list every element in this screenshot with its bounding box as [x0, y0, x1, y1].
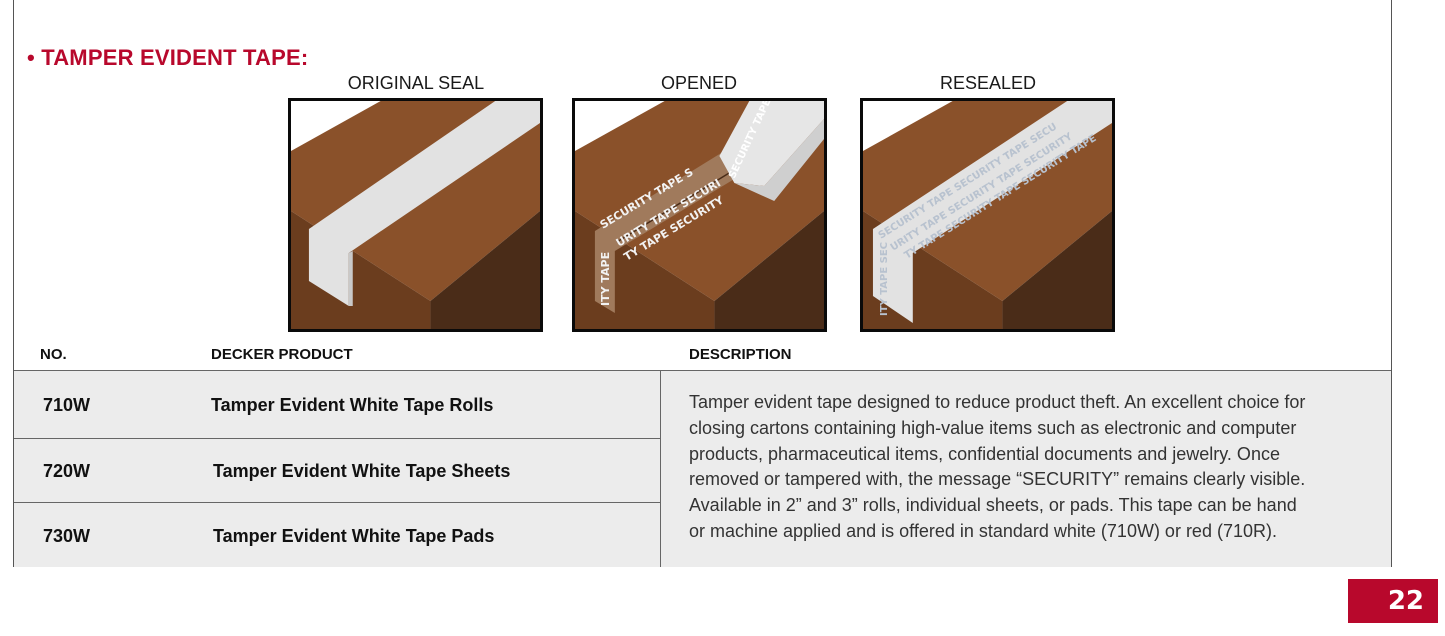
page-number-badge: 22 — [1348, 579, 1438, 623]
product-number: 720W — [43, 461, 91, 481]
box-icon: SECURITY TAPE SECURITY TAPE SECU URITY T… — [863, 101, 1112, 329]
description-line: removed or tampered with, the message “S… — [689, 469, 1306, 490]
product-name: Tamper Evident White Tape Sheets — [213, 461, 511, 481]
label-original-seal: ORIGINAL SEAL — [347, 73, 485, 93]
description-line: closing cartons containing high-value it… — [689, 417, 1297, 438]
product-name: Tamper Evident White Tape Rolls — [211, 395, 494, 415]
row-divider — [14, 438, 660, 439]
bullet: • — [27, 45, 35, 70]
description-line: Available in 2” and 3” rolls, individual… — [689, 495, 1297, 516]
section-title-text: TAMPER EVIDENT TAPE: — [41, 45, 309, 70]
label-resealed: RESEALED — [939, 73, 1037, 93]
description-line: products, pharmaceutical items, confiden… — [689, 443, 1280, 464]
description-line: or machine applied and is offered in sta… — [689, 520, 1277, 541]
product-table: 710W Tamper Evident White Tape Rolls 720… — [14, 370, 1391, 567]
column-header-description: DESCRIPTION — [689, 346, 792, 363]
label-opened: OPENED — [660, 73, 738, 93]
product-name: Tamper Evident White Tape Pads — [213, 526, 495, 546]
column-divider — [660, 371, 661, 567]
section-title: • TAMPER EVIDENT TAPE: — [27, 45, 308, 71]
box-icon — [291, 101, 540, 329]
sealed-box-illustration — [288, 98, 543, 332]
column-header-product: DECKER PRODUCT — [211, 346, 353, 363]
product-description: Tamper evident tape designed to reduce p… — [689, 390, 1369, 545]
svg-text:ITY TAPE: ITY TAPE — [599, 252, 612, 306]
column-header-no: NO. — [40, 346, 67, 363]
page-number: 22 — [1387, 586, 1424, 616]
box-icon: SECURITY TAPE S URITY TAPE SECURI TY TAP… — [575, 101, 824, 329]
svg-text:ITY TAPE SEC: ITY TAPE SEC — [879, 242, 890, 316]
row-divider — [14, 502, 660, 503]
product-number: 710W — [43, 395, 91, 415]
opened-box-illustration: SECURITY TAPE S URITY TAPE SECURI TY TAP… — [572, 98, 827, 332]
description-line: Tamper evident tape designed to reduce p… — [689, 392, 1306, 412]
resealed-box-illustration: SECURITY TAPE SECURITY TAPE SECU URITY T… — [860, 98, 1115, 332]
product-number: 730W — [43, 526, 91, 546]
